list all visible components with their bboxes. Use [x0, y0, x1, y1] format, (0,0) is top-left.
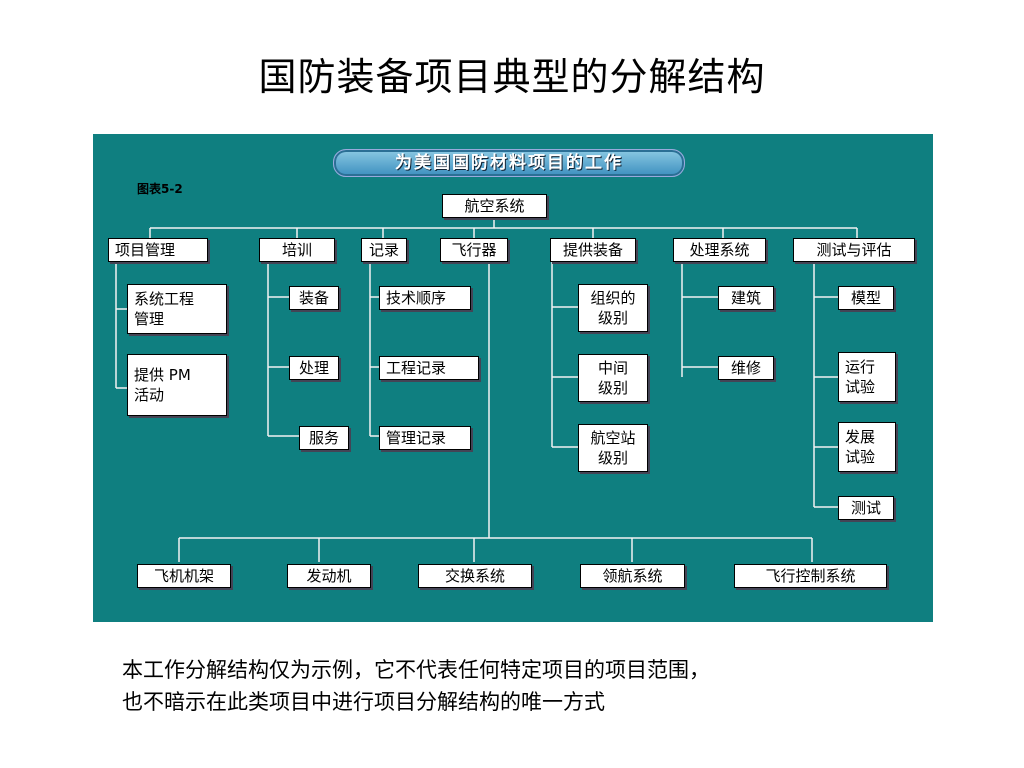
- node-engineering-records: 工程记录: [379, 356, 479, 380]
- node-development-test: 发展 试验: [838, 422, 896, 472]
- footnote-line-1: 本工作分解结构仅为示例，它不代表任何特定项目的项目范围，: [122, 658, 710, 682]
- node-testing: 测试: [838, 496, 894, 520]
- diagram-banner: 为美国国防材料项目的工作: [333, 149, 685, 177]
- connector-lines: [115, 218, 858, 562]
- branch-records: 记录: [361, 238, 407, 262]
- node-systems-engineering: 系统工程 管理: [127, 284, 227, 334]
- branch-support-equipment: 提供装备: [550, 238, 636, 262]
- node-management-records: 管理记录: [379, 426, 471, 450]
- wbs-diagram: 为美国国防材料项目的工作 图表5-2 航空系统 项目管理 培训 记录 飞行器 提…: [93, 134, 933, 622]
- node-flight-control-system: 飞行控制系统: [734, 564, 887, 588]
- node-airframe: 飞机机架: [137, 564, 231, 588]
- branch-handling-systems: 处理系统: [673, 238, 766, 262]
- figure-label: 图表5-2: [137, 182, 183, 196]
- node-exchange-system: 交换系统: [418, 564, 532, 588]
- node-organizational-level: 组织的 级别: [578, 284, 648, 332]
- node-operational-test: 运行 试验: [838, 352, 896, 402]
- branch-project-management: 项目管理: [108, 238, 208, 262]
- node-services: 服务: [299, 426, 349, 450]
- branch-test-evaluation: 测试与评估: [793, 238, 915, 262]
- node-depot-level: 航空站 级别: [578, 424, 648, 472]
- node-technical-orders: 技术顺序: [379, 286, 471, 310]
- root-node: 航空系统: [442, 194, 547, 218]
- node-handling: 处理: [289, 356, 339, 380]
- footnote: 本工作分解结构仅为示例，它不代表任何特定项目的项目范围， 也不暗示在此类项目中进…: [122, 654, 942, 718]
- node-navigation-system: 领航系统: [580, 564, 685, 588]
- footnote-line-2: 也不暗示在此类项目中进行项目分解结构的唯一方式: [122, 690, 605, 714]
- node-intermediate-level: 中间 级别: [578, 354, 648, 402]
- node-equipment: 装备: [289, 286, 339, 310]
- node-mockups: 模型: [838, 286, 894, 310]
- node-engine: 发动机: [287, 564, 371, 588]
- branch-training: 培训: [259, 238, 335, 262]
- node-maintenance: 维修: [718, 356, 774, 380]
- node-pm-activities: 提供 PM 活动: [127, 354, 227, 416]
- slide-title: 国防装备项目典型的分解结构: [258, 55, 766, 99]
- node-construction: 建筑: [718, 286, 774, 310]
- branch-air-vehicle: 飞行器: [440, 238, 508, 262]
